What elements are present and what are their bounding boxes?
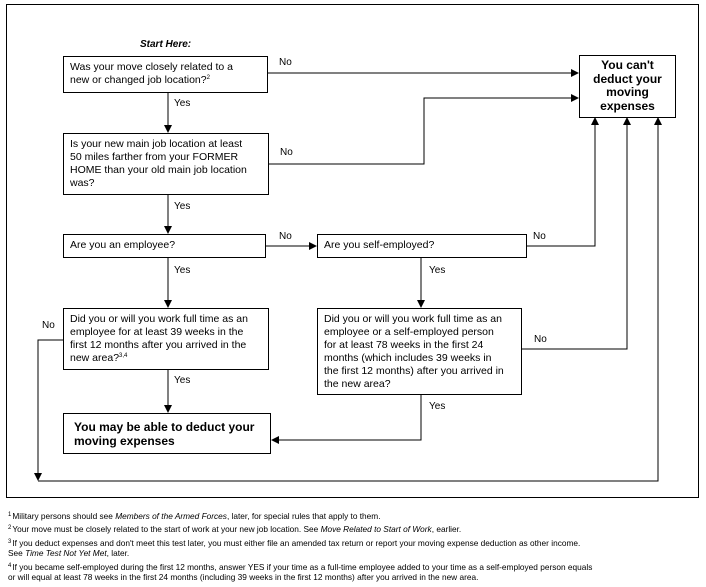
footnote-number: 3	[8, 539, 12, 545]
result-cannot-deduct: You can't deduct your moving expenses	[579, 55, 676, 118]
footnote-text: If you deduct expenses and don't meet th…	[8, 538, 581, 558]
footnote-reference: Time Test Not Yet Met	[25, 548, 107, 558]
question-39-weeks: Did you or will you work full time as an…	[63, 308, 269, 370]
edge-label-no-employee: No	[279, 231, 292, 242]
footnote-2: 2Your move must be closely related to th…	[8, 523, 700, 534]
footnote-number: 4	[8, 563, 12, 569]
question-self-employed: Are you self-employed?	[317, 234, 527, 258]
question-move-related-footnote: 2	[206, 75, 210, 81]
edge-q2-no	[269, 94, 579, 165]
start-label: Start Here:	[140, 39, 192, 50]
question-50-miles-text: Is your new main job location at least 5…	[70, 138, 247, 189]
result-can-deduct-text: You may be able to deduct your moving ex…	[74, 420, 255, 448]
edge-label-no-q1: No	[279, 57, 292, 68]
result-can-deduct: You may be able to deduct your moving ex…	[63, 413, 271, 454]
edge-label-yes-q1: Yes	[174, 98, 191, 109]
question-78-weeks: Did you or will you work full time as an…	[317, 308, 522, 395]
question-39-weeks-footnote: 3,4	[119, 353, 128, 359]
footnote-text: , later.	[106, 548, 130, 558]
edge-bottom-route	[38, 117, 662, 482]
question-employee: Are you an employee?	[63, 234, 266, 258]
edge-label-no-39: No	[42, 320, 55, 331]
question-self-employed-text: Are you self-employed?	[324, 239, 435, 251]
footnote-text: , later, for special rules that apply to…	[226, 511, 381, 521]
footnote-reference: Move Related to Start of Work	[320, 524, 432, 534]
question-78-weeks-text: Did you or will you work full time as an…	[324, 313, 504, 390]
footnote-text: If you became self-employed during the f…	[8, 562, 593, 582]
edge-label-no-78: No	[534, 334, 547, 345]
footnote-reference: Members of the Armed Forces	[115, 511, 227, 521]
edge-label-yes-78: Yes	[429, 401, 446, 412]
question-move-related-text: Was your move closely related to a new o…	[70, 61, 234, 86]
footnote-3: 3If you deduct expenses and don't meet t…	[8, 537, 700, 558]
edge-39-no	[34, 339, 63, 481]
edge-label-no-q2: No	[280, 147, 293, 158]
footnote-number: 2	[8, 525, 12, 531]
question-employee-text: Are you an employee?	[70, 239, 176, 251]
edge-label-no-self: No	[533, 231, 546, 242]
edge-78-no	[522, 117, 631, 350]
footnote-number: 1	[8, 512, 12, 518]
result-cannot-deduct-text: You can't deduct your moving expenses	[593, 58, 662, 113]
edge-label-yes-39: Yes	[174, 375, 191, 386]
footnote-4: 4If you became self-employed during the …	[8, 561, 700, 582]
edge-label-yes-self: Yes	[429, 265, 446, 276]
question-50-miles: Is your new main job location at least 5…	[63, 133, 269, 195]
edge-label-yes-q2: Yes	[174, 201, 191, 212]
footnote-text: , earlier.	[431, 524, 462, 534]
question-39-weeks-text: Did you or will you work full time as an…	[70, 313, 248, 364]
edge-label-yes-employee: Yes	[174, 265, 191, 276]
footnote-1: 1Military persons should see Members of …	[8, 510, 700, 521]
flowchart-frame	[6, 4, 699, 498]
edge-self-no	[527, 117, 599, 247]
footnote-text: Military persons should see	[12, 511, 116, 521]
edge-78-yes	[271, 395, 422, 444]
footnote-text: Your move must be closely related to the…	[12, 524, 321, 534]
question-move-related: Was your move closely related to a new o…	[63, 56, 268, 93]
